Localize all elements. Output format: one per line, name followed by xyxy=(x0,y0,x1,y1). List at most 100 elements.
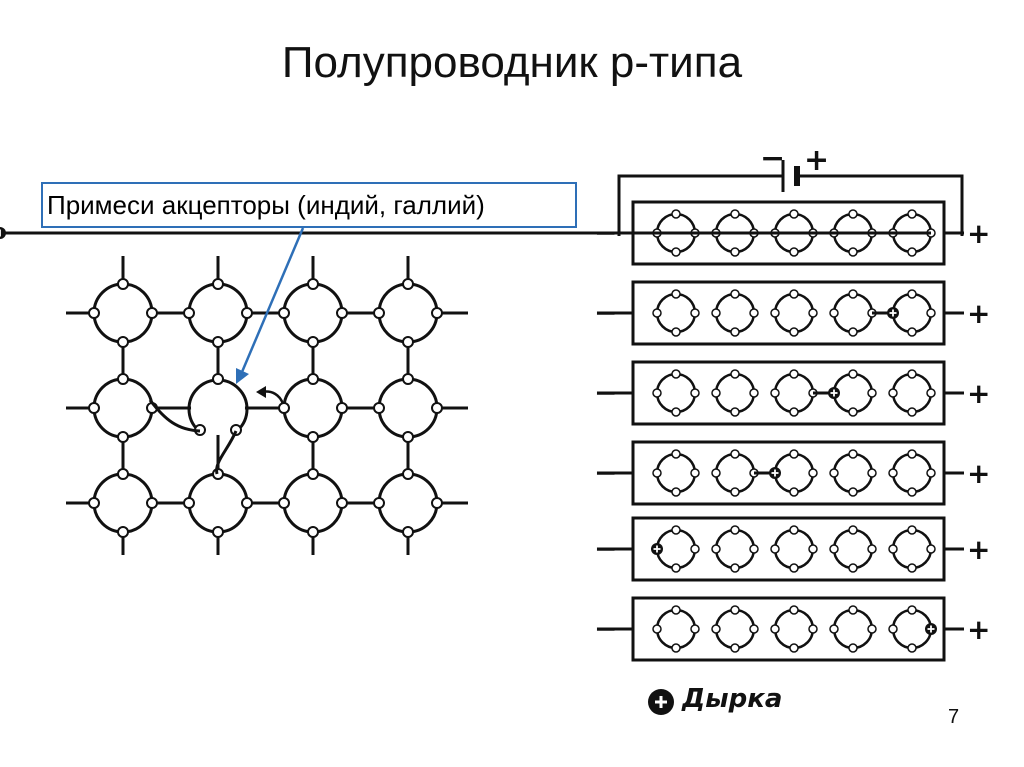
bar-electron xyxy=(730,643,740,653)
impurity-bond xyxy=(148,399,201,433)
bar-electron xyxy=(907,605,917,615)
bar-electron xyxy=(770,544,780,554)
valence-electron xyxy=(117,278,129,290)
bar-electron xyxy=(888,388,898,398)
valence-electron xyxy=(402,373,414,385)
bar-electron xyxy=(749,388,759,398)
valence-electron xyxy=(146,307,158,319)
bar-electron xyxy=(730,209,740,219)
bar-6: −+ xyxy=(594,596,990,662)
bar-electron xyxy=(867,468,877,478)
bar-electron xyxy=(789,449,799,459)
bar-electron xyxy=(711,308,721,318)
bar-electron xyxy=(749,624,759,634)
bar-electron xyxy=(690,624,700,634)
bar-electron xyxy=(730,449,740,459)
valence-electron xyxy=(88,402,100,414)
bar-electron xyxy=(789,525,799,535)
valence-electron xyxy=(278,402,290,414)
bar-electron xyxy=(789,209,799,219)
bar-electron xyxy=(907,643,917,653)
bar-electron xyxy=(789,605,799,615)
bar-minus-sign: − xyxy=(594,532,617,565)
bar-minus-sign: − xyxy=(594,376,617,409)
bar-electron xyxy=(789,487,799,497)
atom-fill xyxy=(96,476,150,530)
valence-electron xyxy=(402,431,414,443)
bar-electron xyxy=(926,468,936,478)
bar-1: −+ xyxy=(0,200,990,266)
valence-electron xyxy=(336,402,348,414)
bar-electron xyxy=(808,468,818,478)
valence-electron xyxy=(307,278,319,290)
bar-plus-sign: + xyxy=(967,613,990,646)
battery: − + xyxy=(617,141,964,236)
bar-electron xyxy=(671,643,681,653)
bar-electron xyxy=(690,388,700,398)
valence-electron xyxy=(307,526,319,538)
valence-electron xyxy=(373,497,385,509)
bar-minus-sign: − xyxy=(594,612,617,645)
bar-electron xyxy=(671,487,681,497)
bar-electron xyxy=(848,563,858,573)
valence-electron xyxy=(307,468,319,480)
bar-electron xyxy=(926,388,936,398)
bar-electron xyxy=(770,624,780,634)
bar-electron xyxy=(907,407,917,417)
bar-electron xyxy=(888,624,898,634)
bar-electron xyxy=(848,407,858,417)
hole-marker xyxy=(0,227,6,239)
slide-title: Полупроводник p-типа xyxy=(281,38,743,87)
valence-electron xyxy=(307,431,319,443)
battery-minus-sign: − xyxy=(760,141,785,176)
atom-fill xyxy=(286,476,340,530)
bar-electron xyxy=(848,209,858,219)
bar-electron xyxy=(671,289,681,299)
atom-fill xyxy=(191,286,245,340)
bar-electron xyxy=(789,407,799,417)
bar-electron xyxy=(671,369,681,379)
bar-plus-sign: + xyxy=(967,533,990,566)
hole-legend-label: Дырка xyxy=(682,684,783,714)
valence-electron xyxy=(117,431,129,443)
bar-minus-sign: − xyxy=(594,296,617,329)
bar-4: −+ xyxy=(594,440,990,506)
bar-electron xyxy=(848,327,858,337)
valence-electron xyxy=(402,468,414,480)
valence-electron xyxy=(146,497,158,509)
bar-electron xyxy=(848,247,858,257)
bar-electron xyxy=(829,624,839,634)
valence-electron xyxy=(117,336,129,348)
valence-electron xyxy=(431,307,443,319)
valence-electron xyxy=(212,526,224,538)
bar-electron xyxy=(848,643,858,653)
bar-electron xyxy=(730,563,740,573)
bar-electron xyxy=(848,449,858,459)
bar-3: −+ xyxy=(594,360,990,426)
bar-electron xyxy=(907,289,917,299)
bar-electron xyxy=(652,388,662,398)
bar-electron xyxy=(907,327,917,337)
bar-electron xyxy=(848,525,858,535)
bar-plus-sign: + xyxy=(967,457,990,490)
valence-electron xyxy=(431,402,443,414)
bar-electron xyxy=(671,605,681,615)
bar-electron xyxy=(867,624,877,634)
bar-electron xyxy=(711,468,721,478)
bar-electron xyxy=(749,544,759,554)
valence-electron xyxy=(278,497,290,509)
bar-electron xyxy=(711,544,721,554)
valence-electron xyxy=(278,307,290,319)
atom-fill xyxy=(191,381,245,435)
bar-electron xyxy=(652,624,662,634)
bar-electron xyxy=(907,563,917,573)
valence-electron xyxy=(183,307,195,319)
bar-electron xyxy=(770,308,780,318)
hole-migration-bars: −+−+−+−+−+−+ xyxy=(0,200,990,662)
bar-electron xyxy=(848,289,858,299)
bar-electron xyxy=(789,563,799,573)
battery-wire xyxy=(617,174,964,236)
bar-electron xyxy=(808,308,818,318)
bar-electron xyxy=(789,643,799,653)
valence-electron xyxy=(307,373,319,385)
